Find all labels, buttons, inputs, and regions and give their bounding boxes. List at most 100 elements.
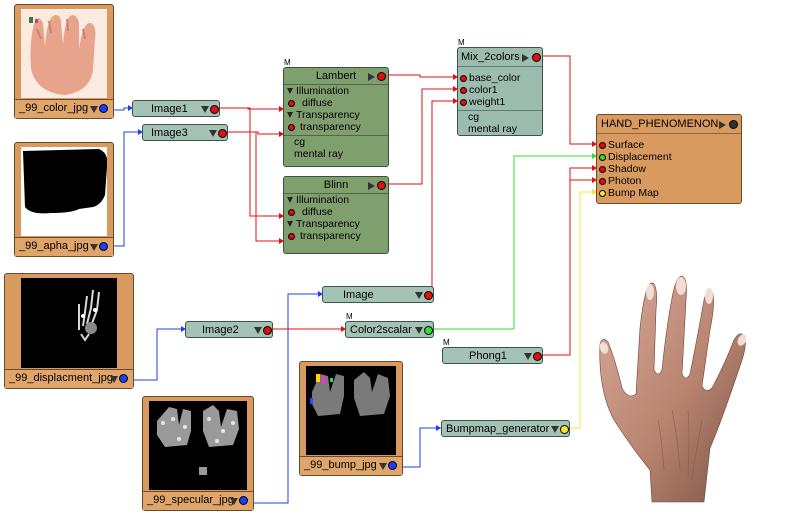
input-group[interactable]: Illumination: [284, 85, 388, 97]
hand-phenomenon-node[interactable]: HAND_PHENOMENON Surface Displacement Sha…: [596, 114, 742, 204]
output-port[interactable]: [424, 291, 433, 300]
input-label: Photon: [608, 175, 642, 187]
output-port[interactable]: [119, 374, 128, 383]
input-diffuse[interactable]: diffuse: [284, 206, 388, 218]
output-port[interactable]: [263, 326, 272, 335]
input-port[interactable]: [460, 75, 467, 82]
wire-specular-to-image: [252, 293, 323, 504]
wire-lambert-to-mix-base: [388, 74, 458, 78]
dropdown-triangle-icon[interactable]: [415, 327, 423, 334]
input-label: Shadow: [608, 163, 646, 175]
input-port[interactable]: [460, 87, 467, 94]
blinn-shader-node[interactable]: Blinn Illumination diffuse Transparency …: [283, 176, 389, 254]
output-port[interactable]: [218, 129, 227, 138]
input-port[interactable]: [288, 209, 295, 216]
wire-alpha-to-image3: [112, 131, 143, 247]
output-port[interactable]: [424, 326, 433, 335]
texture-node-bump[interactable]: _99_bump_jpg: [299, 361, 403, 476]
input-transparency[interactable]: transparency: [284, 230, 388, 242]
collapse-triangle-icon[interactable]: [287, 88, 293, 94]
mix-2colors-node[interactable]: Mix_2colors base_color color1 weight1 cg…: [457, 47, 543, 136]
input-photon[interactable]: Photon: [597, 175, 741, 187]
expand-triangle-icon[interactable]: [379, 463, 387, 470]
input-label: diffuse: [302, 97, 333, 109]
output-port[interactable]: [377, 181, 386, 190]
output-port[interactable]: [99, 242, 108, 251]
input-label: Displacement: [608, 151, 672, 163]
lambert-shader-node[interactable]: Lambert Illumination diffuse Transparenc…: [283, 67, 389, 167]
expand-arrow-icon[interactable]: [368, 73, 375, 81]
expand-arrow-icon[interactable]: [522, 54, 529, 62]
input-port[interactable]: [599, 190, 606, 197]
phong1-node[interactable]: Phong1: [442, 347, 543, 364]
input-group[interactable]: Transparency: [284, 109, 388, 121]
texture-node-displacement[interactable]: _99_displacment_jpg: [4, 273, 134, 389]
color2scalar-node[interactable]: Color2scalar: [345, 321, 434, 338]
texture-node-specular[interactable]: _99_specular_jpg: [142, 396, 254, 511]
bumpmap-generator-node[interactable]: Bumpmap_generator: [441, 420, 570, 437]
node-label: Color2scalar: [350, 324, 412, 336]
output-port[interactable]: [533, 352, 542, 361]
dropdown-triangle-icon[interactable]: [551, 426, 559, 433]
collapse-triangle-icon[interactable]: [287, 221, 293, 227]
input-surface[interactable]: Surface: [597, 139, 741, 151]
output-port[interactable]: [532, 53, 541, 62]
group-label: Illumination: [296, 85, 350, 97]
texture-node-label: _99_apha_jpg: [15, 237, 113, 256]
output-port[interactable]: [729, 120, 738, 129]
input-base-color[interactable]: base_color: [458, 72, 542, 84]
input-port[interactable]: [288, 100, 295, 107]
dropdown-triangle-icon[interactable]: [524, 353, 532, 360]
input-weight1[interactable]: weight1: [458, 96, 542, 108]
input-label: transparency: [300, 230, 361, 242]
input-group[interactable]: Transparency: [284, 218, 388, 230]
output-port[interactable]: [210, 105, 219, 114]
expand-triangle-icon[interactable]: [90, 244, 98, 251]
shader-title: Mix_2colors: [461, 51, 520, 63]
wire-image-to-mix-weight: [431, 100, 458, 294]
texture-node-label: _99_color_jpg: [15, 99, 113, 118]
expand-triangle-icon[interactable]: [230, 498, 238, 505]
image1-node[interactable]: Image1: [132, 100, 220, 117]
output-port[interactable]: [99, 104, 108, 113]
output-port[interactable]: [377, 72, 386, 81]
output-port[interactable]: [560, 425, 569, 434]
dropdown-triangle-icon[interactable]: [209, 130, 217, 137]
image3-node[interactable]: Image3: [142, 124, 228, 141]
node-label: Image1: [151, 103, 188, 115]
input-port[interactable]: [599, 154, 606, 161]
input-group[interactable]: Illumination: [284, 194, 388, 206]
texture-node-color[interactable]: _99_color_jpg: [14, 4, 114, 119]
dropdown-triangle-icon[interactable]: [201, 106, 209, 113]
bump-texture-thumbnail: [306, 366, 396, 455]
image2-node[interactable]: Image2: [185, 321, 273, 338]
wire-image1-to-blinn-diffuse: [218, 107, 284, 217]
input-port[interactable]: [288, 124, 295, 131]
texture-node-label: _99_bump_jpg: [300, 456, 402, 475]
collapse-triangle-icon[interactable]: [287, 197, 293, 203]
alpha-texture-thumbnail: [21, 147, 107, 236]
texture-node-alpha[interactable]: _99_apha_jpg: [14, 142, 114, 257]
input-port[interactable]: [599, 178, 606, 185]
input-diffuse[interactable]: diffuse: [284, 97, 388, 109]
expand-triangle-icon[interactable]: [110, 376, 118, 383]
expand-arrow-icon[interactable]: [719, 121, 726, 129]
output-port[interactable]: [388, 461, 397, 470]
dropdown-triangle-icon[interactable]: [415, 292, 423, 299]
input-port[interactable]: [599, 166, 606, 173]
input-port[interactable]: [288, 233, 295, 240]
wire-mix-to-surface: [541, 55, 597, 145]
image-node[interactable]: Image: [322, 286, 434, 303]
input-displacement[interactable]: Displacement: [597, 151, 741, 163]
input-color1[interactable]: color1: [458, 84, 542, 96]
input-port[interactable]: [599, 142, 606, 149]
input-shadow[interactable]: Shadow: [597, 163, 741, 175]
input-port[interactable]: [460, 99, 467, 106]
output-port[interactable]: [239, 496, 248, 505]
expand-triangle-icon[interactable]: [90, 106, 98, 113]
input-transparency[interactable]: transparency: [284, 121, 388, 133]
collapse-triangle-icon[interactable]: [287, 112, 293, 118]
input-bump-map[interactable]: Bump Map: [597, 187, 741, 199]
expand-arrow-icon[interactable]: [368, 182, 375, 190]
dropdown-triangle-icon[interactable]: [254, 327, 262, 334]
